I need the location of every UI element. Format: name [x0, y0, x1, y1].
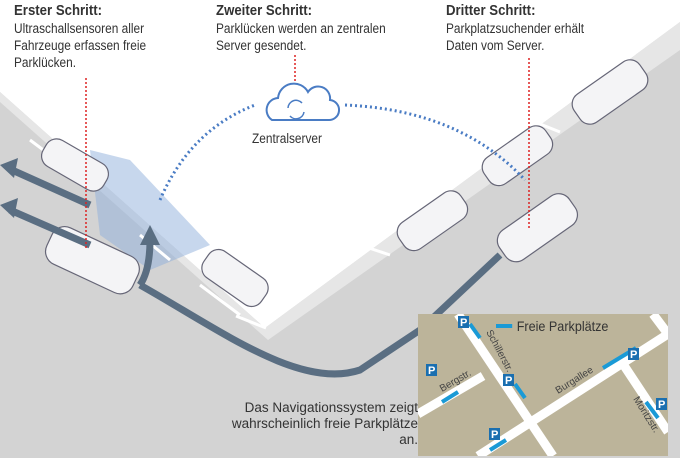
curb [0, 22, 680, 340]
step-1-title: Erster Schritt: [14, 2, 103, 19]
svg-text:P: P [428, 365, 435, 377]
legend-swatch [496, 324, 513, 328]
map-legend: Freie Parkplätze [496, 318, 608, 334]
parking-map: P P P P P P Schillerstr. Bergstr. Burgal… [418, 314, 668, 456]
guide-lines [85, 55, 530, 250]
server-label: Zentralserver [252, 131, 322, 146]
parked-cars [40, 59, 649, 308]
cloud-icon [265, 82, 340, 122]
data-flow-dots [158, 103, 527, 201]
arrow-heads [0, 158, 160, 245]
step-3-text: Parkplatzsuchender erhält Daten vom Serv… [446, 21, 585, 53]
parking-icons: P P P P P P [426, 316, 667, 441]
step-3: Dritter Schritt: Parkplatzsuchender erhä… [446, 2, 618, 54]
sidewalk [0, 0, 680, 328]
step-2-title: Zweiter Schritt: [216, 2, 313, 19]
detected-gap [90, 150, 210, 270]
step-2-text: Parklücken werden an zentralen Server ge… [216, 21, 386, 53]
navigation-text: Das Navigationssystem zeigt wahrscheinli… [231, 400, 418, 447]
svg-text:P: P [491, 429, 498, 441]
step-3-title: Dritter Schritt: [446, 2, 536, 19]
svg-text:P: P [658, 399, 665, 411]
step-1: Erster Schritt: Ultraschallsensoren alle… [14, 2, 190, 71]
svg-text:P: P [460, 317, 467, 329]
legend-label: Freie Parkplätze [516, 318, 609, 334]
sync-icon [287, 99, 305, 120]
free-parking-markers [440, 322, 660, 452]
svg-text:P: P [630, 349, 637, 361]
svg-text:P: P [505, 375, 512, 387]
step-2: Zweiter Schritt: Parklücken werden an ze… [216, 2, 388, 54]
step-1-text: Ultraschallsensoren aller Fahrzeuge erfa… [14, 21, 147, 70]
